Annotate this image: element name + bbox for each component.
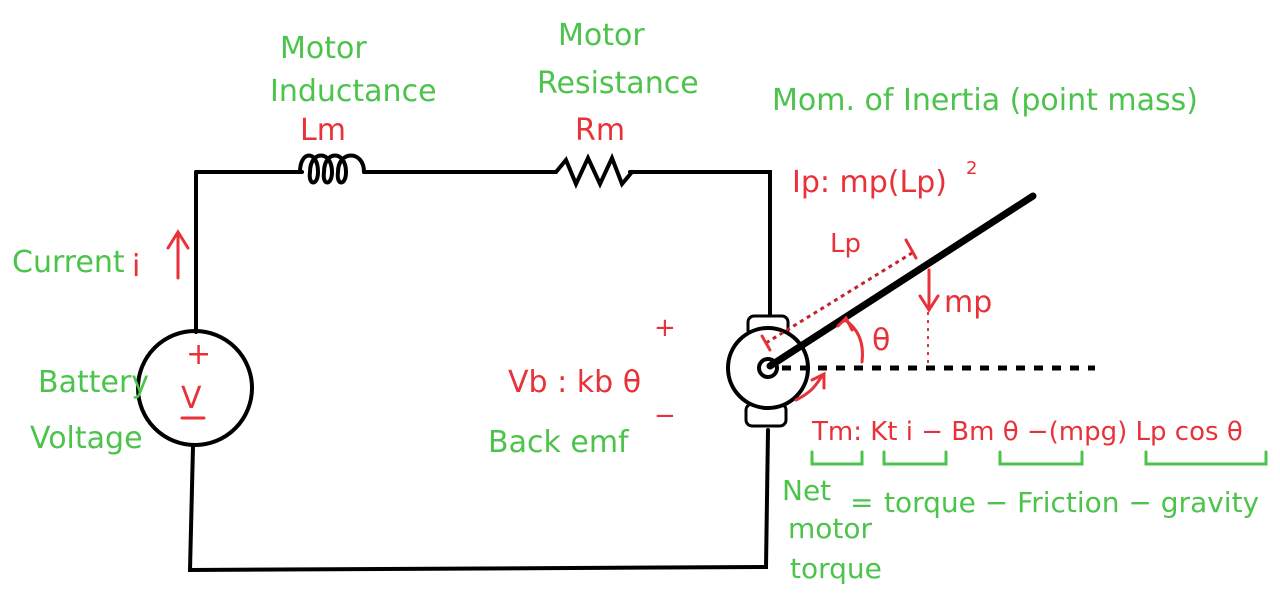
backemf-label: Back emf — [488, 425, 630, 460]
bracket-torque — [882, 450, 948, 466]
arm-length-start-tick — [760, 334, 772, 352]
inertia-title: Mom. of Inertia (point mass) — [772, 83, 1198, 118]
torque-arrow-head — [810, 371, 826, 390]
bracket-friction — [998, 450, 1084, 466]
mass-arrow-head — [918, 294, 940, 313]
backemf-equation: Vb : kb θ — [508, 365, 641, 400]
battery-voltage-symbol: V — [181, 381, 202, 416]
battery-label-line2: Voltage — [30, 421, 143, 456]
net-torque-line1: Net — [782, 474, 831, 507]
battery-symbol — [136, 329, 254, 447]
angle-arc-head — [836, 315, 854, 332]
torque-equation: Tm: Kt i − Bm θ −(mpg) Lp cos θ — [811, 417, 1243, 447]
current-label: Current — [12, 245, 125, 280]
net-torque-equals: = — [850, 486, 873, 519]
backemf-minus: − — [654, 401, 676, 431]
inductance-title-line2: Inductance — [270, 74, 437, 109]
wire-top-right — [628, 170, 772, 332]
torque-arrow — [794, 374, 824, 402]
inductor-coil — [298, 153, 366, 185]
battery-plus: + — [186, 337, 211, 372]
current-symbol: i — [132, 249, 140, 284]
inductance-title-line1: Motor — [280, 31, 367, 66]
bracket-gravity — [1144, 450, 1268, 466]
resistance-title-line1: Motor — [558, 18, 645, 53]
current-arrow-head — [166, 229, 190, 250]
resistor-zigzag — [554, 152, 634, 189]
pendulum-arm — [766, 192, 1037, 370]
mass-label: mp — [944, 285, 992, 320]
bracket-net-torque — [810, 450, 864, 466]
inductance-symbol: Lm — [300, 113, 346, 148]
resistance-symbol: Rm — [575, 113, 625, 148]
battery-label-line1: Battery — [38, 365, 149, 400]
torque-decomposition: torque − Friction − gravity — [884, 486, 1259, 519]
net-torque-line3: torque — [790, 552, 882, 585]
inertia-equation: Ip: mp(Lp) — [792, 165, 947, 200]
wire-left-lower — [187, 428, 770, 573]
resistance-title-line2: Resistance — [537, 66, 699, 101]
backemf-plus: + — [654, 313, 676, 343]
motor-shaft — [757, 357, 779, 379]
inertia-equation-exponent: 2 — [966, 158, 977, 179]
angle-label: θ — [872, 323, 890, 358]
net-torque-line2: motor — [788, 512, 873, 545]
angle-arc — [843, 318, 864, 364]
arm-length-label: Lp — [830, 229, 861, 259]
arm-length-end-tick — [904, 238, 918, 260]
